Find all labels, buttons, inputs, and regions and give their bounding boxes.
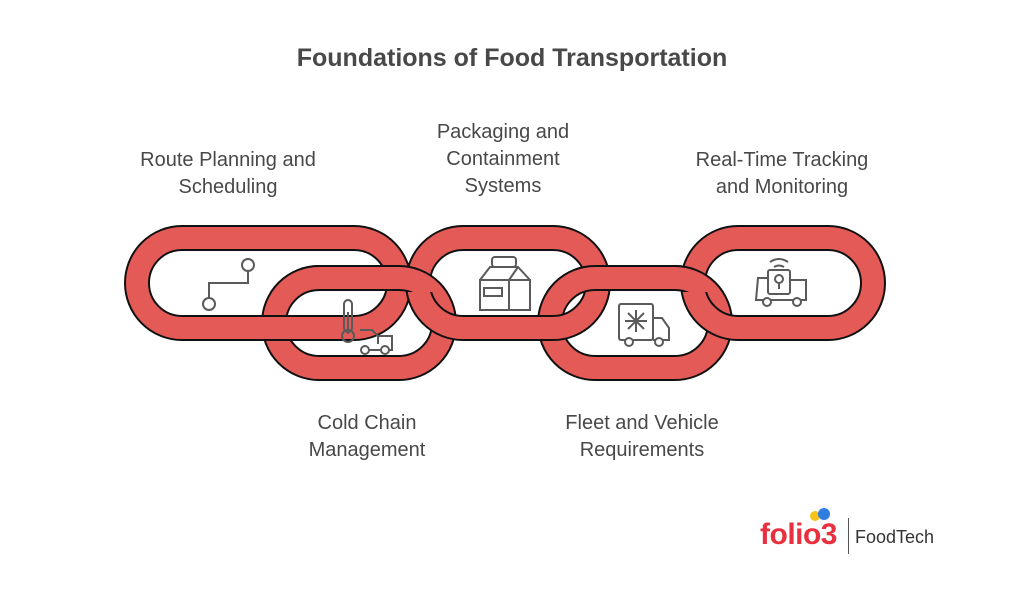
label-line: Fleet and Vehicle xyxy=(565,412,719,434)
label-line: Route Planning and xyxy=(140,149,316,171)
label-packaging: Packaging and Containment Systems xyxy=(383,119,623,200)
label-fleet-vehicle: Fleet and Vehicle Requirements xyxy=(522,410,762,464)
thermometer-truck-icon xyxy=(341,299,393,355)
label-line: Cold Chain xyxy=(317,412,417,434)
refrigerated-truck-icon xyxy=(618,303,670,347)
label-line: Systems xyxy=(464,175,542,197)
label-route-planning: Route Planning and Scheduling xyxy=(108,147,348,201)
tracking-truck-icon xyxy=(754,258,807,307)
label-real-time-tracking: Real-Time Tracking and Monitoring xyxy=(662,147,902,201)
diagram-title: Foundations of Food Transportation xyxy=(296,44,728,72)
label-line: Scheduling xyxy=(178,176,278,198)
logo-yellow-dot xyxy=(810,511,820,521)
logo-brand: folio3 xyxy=(760,518,838,551)
package-box-icon xyxy=(479,256,531,311)
label-line: Requirements xyxy=(579,439,705,461)
label-line: Packaging and xyxy=(436,121,570,143)
label-cold-chain: Cold Chain Management xyxy=(247,410,487,464)
logo-separator xyxy=(848,518,849,554)
chain-link-tracking xyxy=(680,225,886,341)
label-line: Management xyxy=(308,439,426,461)
route-icon xyxy=(202,258,255,311)
label-line: Containment xyxy=(446,148,560,170)
logo-product: FoodTech xyxy=(855,527,935,547)
logo-blue-dot xyxy=(818,508,830,520)
brand-logo: folio3 FoodTech xyxy=(760,508,960,558)
label-line: and Monitoring xyxy=(715,176,849,198)
chain-overlaps xyxy=(270,265,724,292)
label-line: Real-Time Tracking xyxy=(695,149,869,171)
